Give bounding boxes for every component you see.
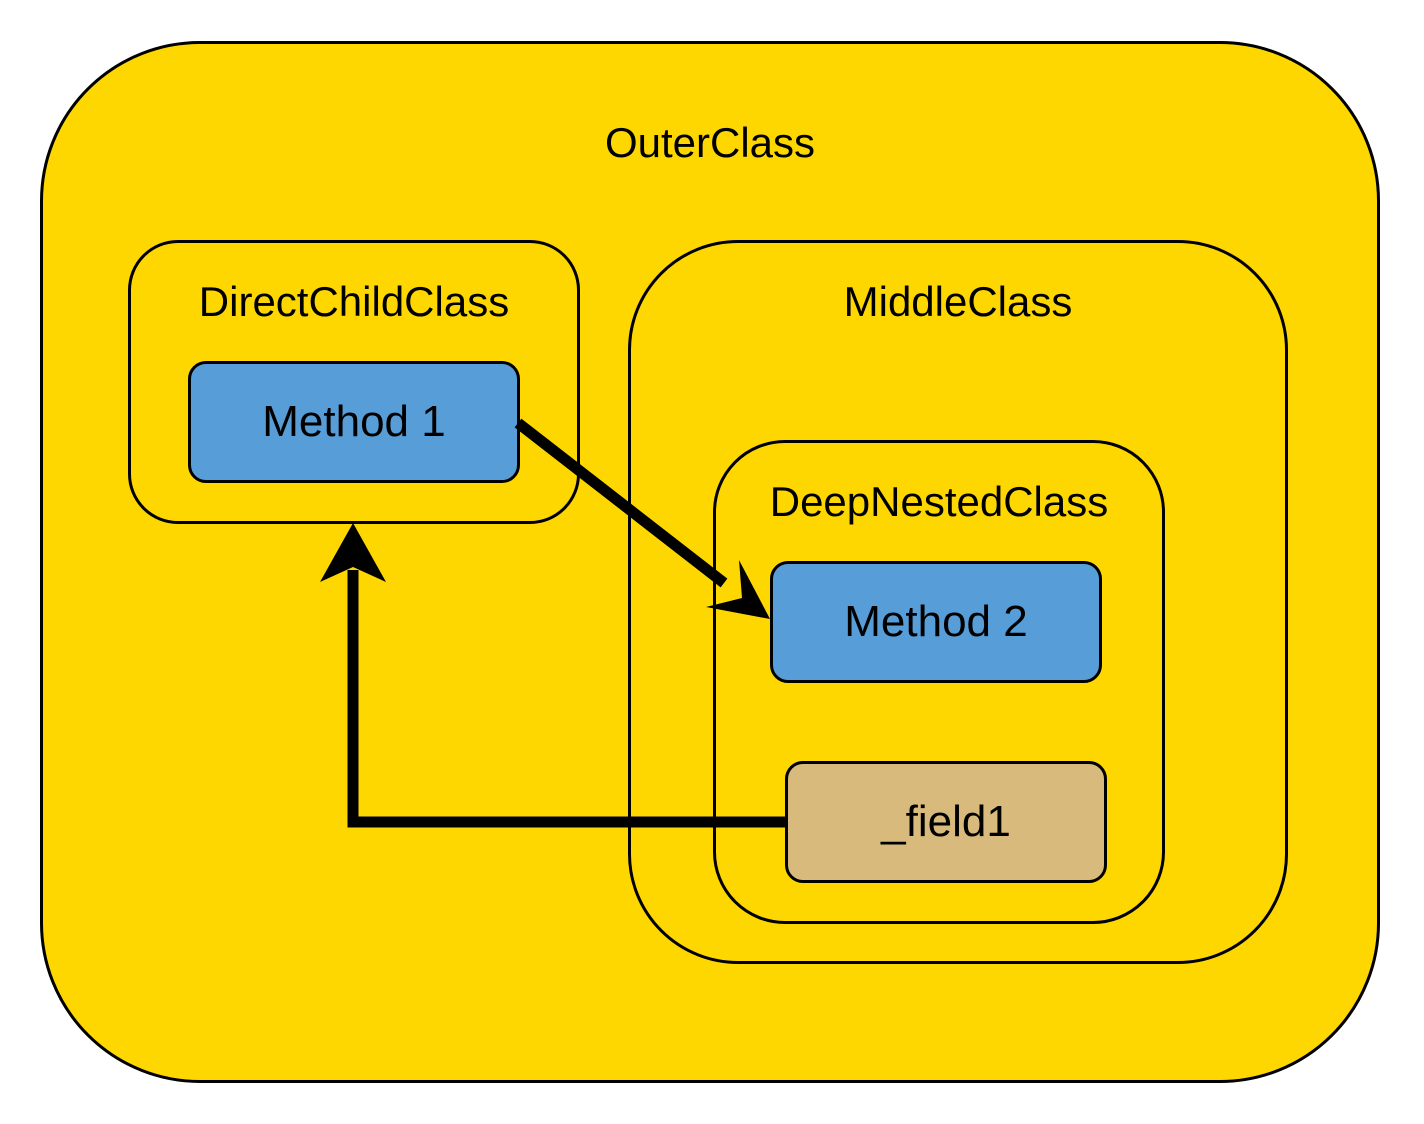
direct-child-class-label: DirectChildClass bbox=[198, 278, 510, 325]
outer-class-label: OuterClass bbox=[604, 119, 816, 166]
middle-class-label: MiddleClass bbox=[843, 278, 1073, 325]
field-1-label: _field1 bbox=[881, 797, 1011, 846]
method-1-label: Method 1 bbox=[262, 397, 446, 446]
method-2-label: Method 2 bbox=[844, 597, 1028, 646]
deep-nested-class-label: DeepNestedClass bbox=[769, 478, 1109, 525]
field-1-node: _field1 bbox=[785, 761, 1107, 883]
method-2-node: Method 2 bbox=[770, 561, 1102, 683]
method-1-node: Method 1 bbox=[188, 361, 520, 483]
